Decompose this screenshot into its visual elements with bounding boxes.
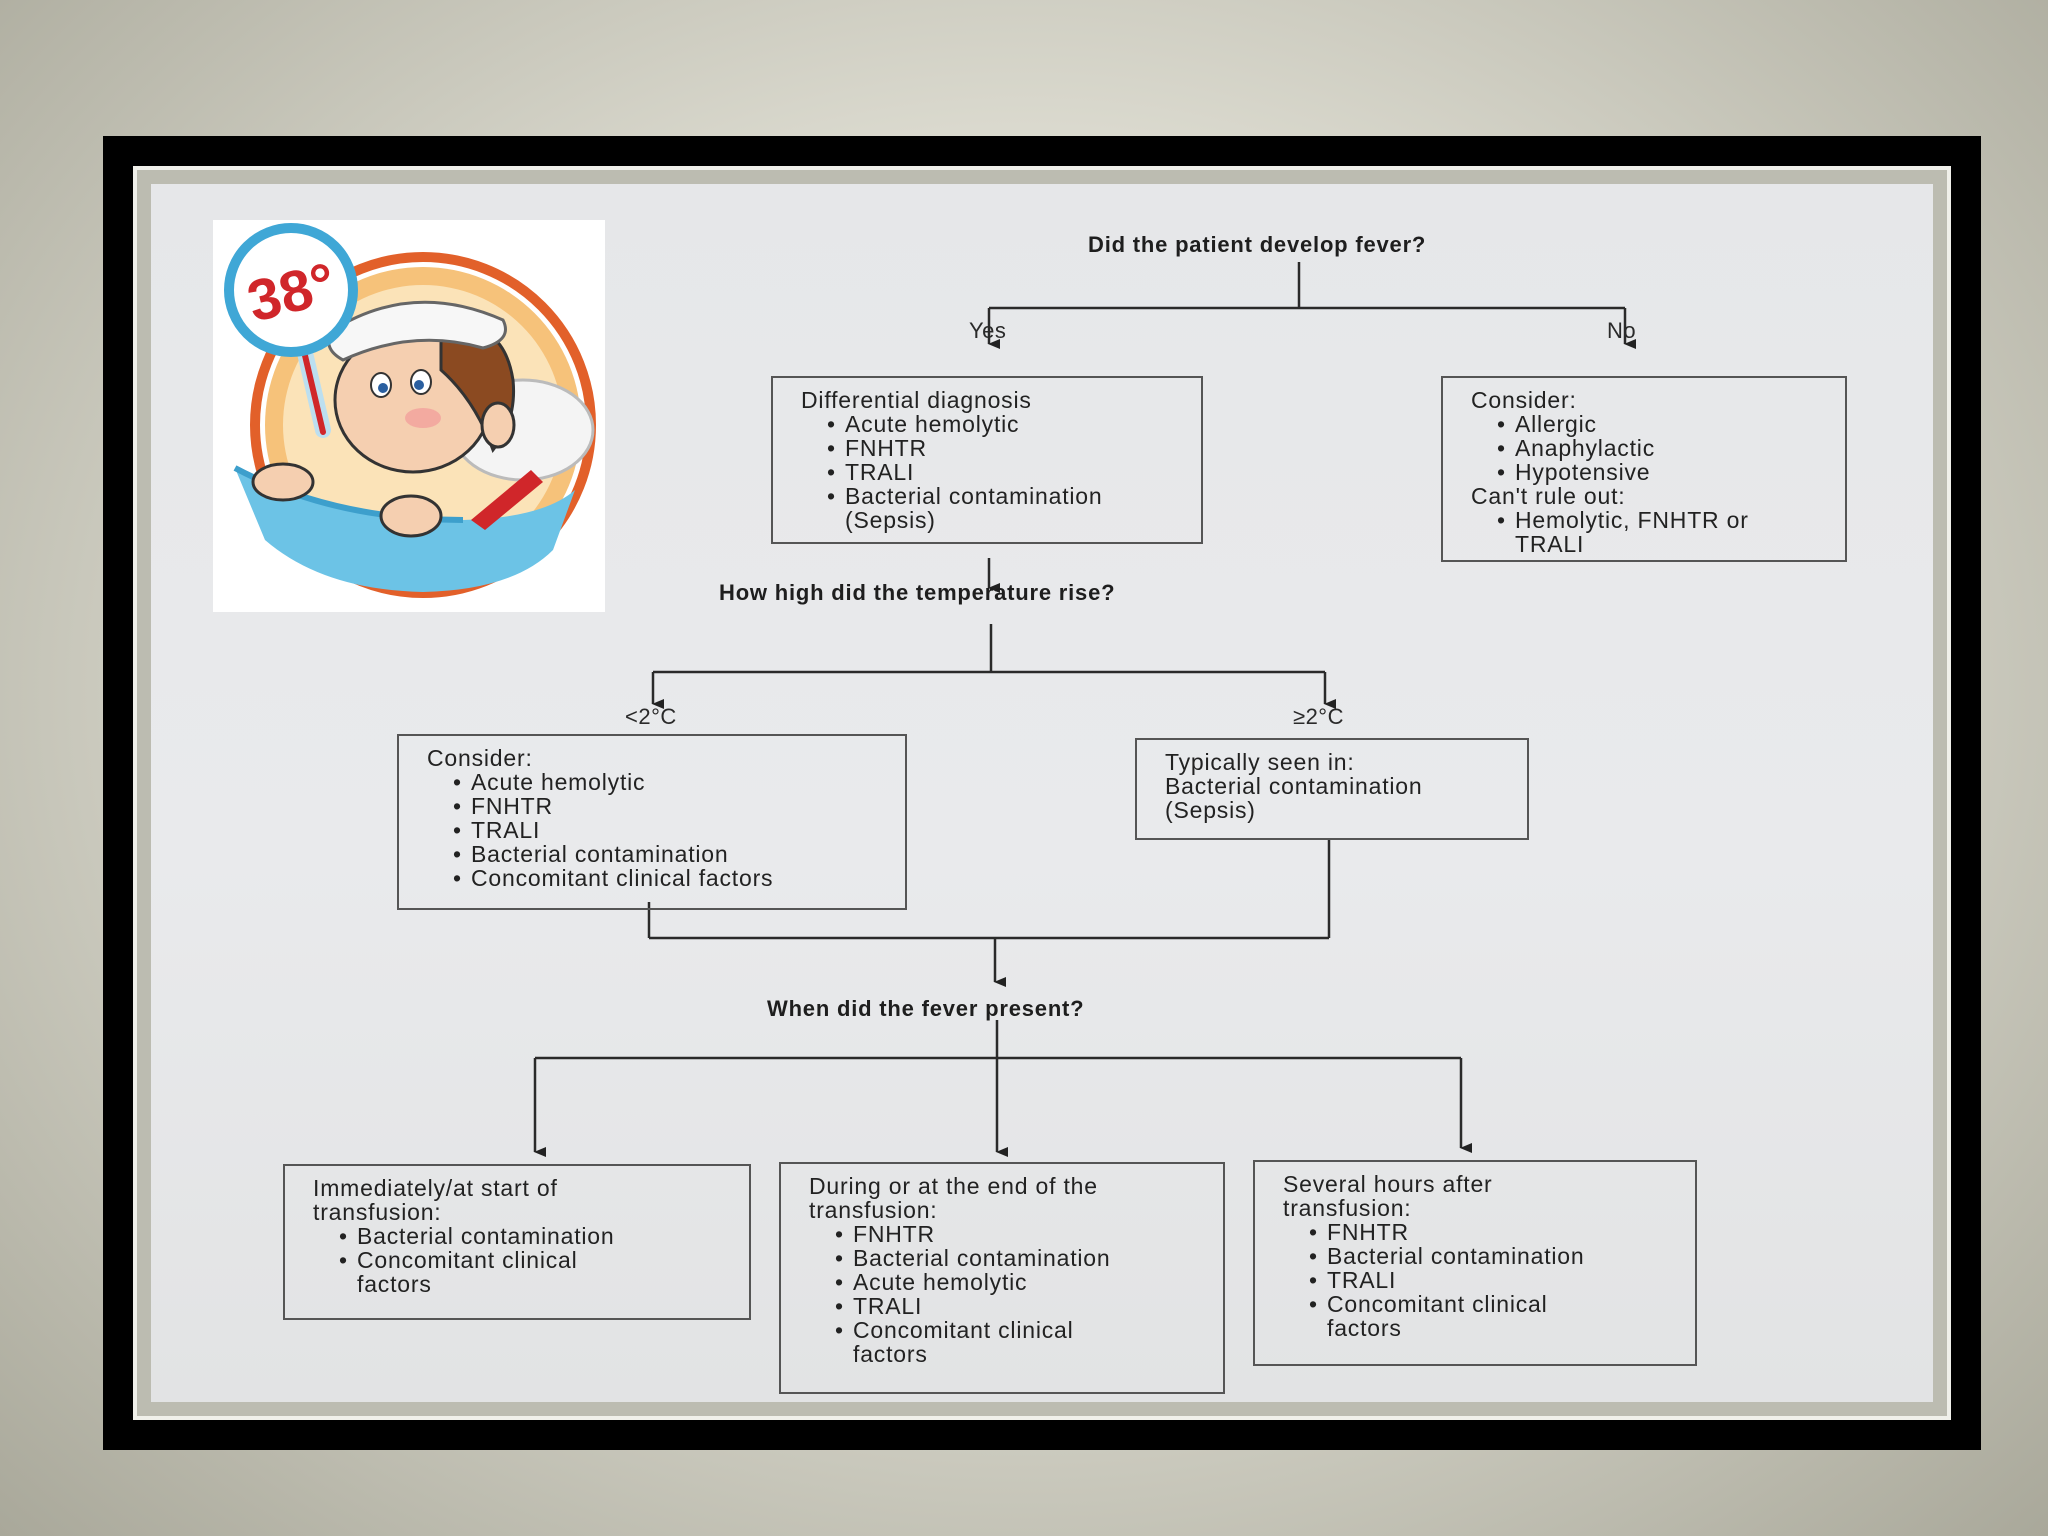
slide-inner-frame: 38° Did the patient develop fever? Yes N…: [133, 166, 1951, 1420]
list-item: TRALI: [1309, 1268, 1679, 1292]
during-list: FNHTR Bacterial contamination Acute hemo…: [809, 1222, 1207, 1342]
box-heading: Several hours after: [1283, 1171, 1493, 1197]
flowchart-connectors: [533, 262, 1636, 1157]
list-item: FNHTR: [453, 794, 889, 818]
box-heading: Consider:: [1471, 387, 1577, 413]
box-tail: factors: [853, 1341, 928, 1367]
after-list: FNHTR Bacterial contamination TRALI Conc…: [1283, 1220, 1679, 1316]
low-temp-consider-box: Consider: Acute hemolytic FNHTR TRALI Ba…: [397, 734, 907, 910]
yes-label: Yes: [969, 318, 1007, 343]
differential-list: Acute hemolytic FNHTR TRALI Bacterial co…: [801, 412, 1185, 508]
box-line: (Sepsis): [1165, 797, 1256, 823]
list-item: Bacterial contamination: [339, 1224, 733, 1248]
list-item: Acute hemolytic: [453, 770, 889, 794]
sick-child-icon: 38°: [224, 223, 596, 598]
box-line: Typically seen in:: [1165, 749, 1355, 775]
consider-list: Allergic Anaphylactic Hypotensive: [1471, 412, 1829, 484]
list-item: FNHTR: [827, 436, 1185, 460]
question-fever-present: When did the fever present?: [767, 996, 1085, 1021]
during-transfusion-box: During or at the end of the transfusion:…: [779, 1162, 1225, 1394]
list-item: Bacterial contamination: [1309, 1244, 1679, 1268]
low-temp-list: Acute hemolytic FNHTR TRALI Bacterial co…: [427, 770, 889, 890]
list-item: TRALI: [827, 460, 1185, 484]
immediate-onset-box: Immediately/at start of transfusion: Bac…: [283, 1164, 751, 1320]
list-item: TRALI: [835, 1294, 1207, 1318]
list-item: Allergic: [1497, 412, 1829, 436]
differential-diagnosis-box: Differential diagnosis Acute hemolytic F…: [771, 376, 1203, 544]
flowchart-photo: 38° Did the patient develop fever? Yes N…: [151, 184, 1933, 1402]
cant-rule-out-list: Hemolytic, FNHTR or: [1471, 508, 1829, 532]
box-heading: Consider:: [427, 745, 533, 771]
list-item: Concomitant clinical: [835, 1318, 1207, 1342]
list-item: Hypotensive: [1497, 460, 1829, 484]
cant-rule-out-heading: Can't rule out:: [1471, 483, 1626, 509]
question-develop-fever: Did the patient develop fever?: [1088, 232, 1427, 257]
high-temp-box: Typically seen in: Bacterial contaminati…: [1135, 738, 1529, 840]
slide-frame: 38° Did the patient develop fever? Yes N…: [103, 136, 1981, 1450]
box-heading: transfusion:: [313, 1199, 442, 1225]
list-item: Acute hemolytic: [827, 412, 1185, 436]
box-heading: transfusion:: [809, 1197, 938, 1223]
list-item: Anaphylactic: [1497, 436, 1829, 460]
box-line: Bacterial contamination: [1165, 773, 1423, 799]
list-item: Bacterial contamination: [835, 1246, 1207, 1270]
list-item: Concomitant clinical: [1309, 1292, 1679, 1316]
question-temperature-rise: How high did the temperature rise?: [719, 580, 1116, 605]
list-item: Concomitant clinical: [339, 1248, 733, 1272]
list-item: TRALI: [453, 818, 889, 842]
list-item: Acute hemolytic: [835, 1270, 1207, 1294]
list-item: Bacterial contamination: [453, 842, 889, 866]
no-label: No: [1607, 318, 1637, 343]
box-heading: Differential diagnosis: [801, 387, 1032, 413]
list-item: Bacterial contamination: [827, 484, 1185, 508]
less-than-2c-label: <2°C: [625, 704, 677, 729]
list-item: FNHTR: [1309, 1220, 1679, 1244]
box-heading: transfusion:: [1283, 1195, 1412, 1221]
immediate-list: Bacterial contamination Concomitant clin…: [313, 1224, 733, 1272]
box-heading: During or at the end of the: [809, 1173, 1098, 1199]
list-item: Hemolytic, FNHTR or: [1497, 508, 1829, 532]
box-tail: factors: [357, 1271, 432, 1297]
hours-after-box: Several hours after transfusion: FNHTR B…: [1253, 1160, 1697, 1366]
box-heading: Immediately/at start of: [313, 1175, 558, 1201]
box-tail: factors: [1327, 1315, 1402, 1341]
at-least-2c-label: ≥2°C: [1293, 704, 1344, 729]
list-item: Concomitant clinical factors: [453, 866, 889, 890]
list-item: FNHTR: [835, 1222, 1207, 1246]
fever-illustration: 38°: [213, 220, 605, 612]
no-fever-consider-box: Consider: Allergic Anaphylactic Hypotens…: [1441, 376, 1847, 562]
box-tail: TRALI: [1515, 531, 1585, 557]
box-tail: (Sepsis): [845, 507, 936, 533]
